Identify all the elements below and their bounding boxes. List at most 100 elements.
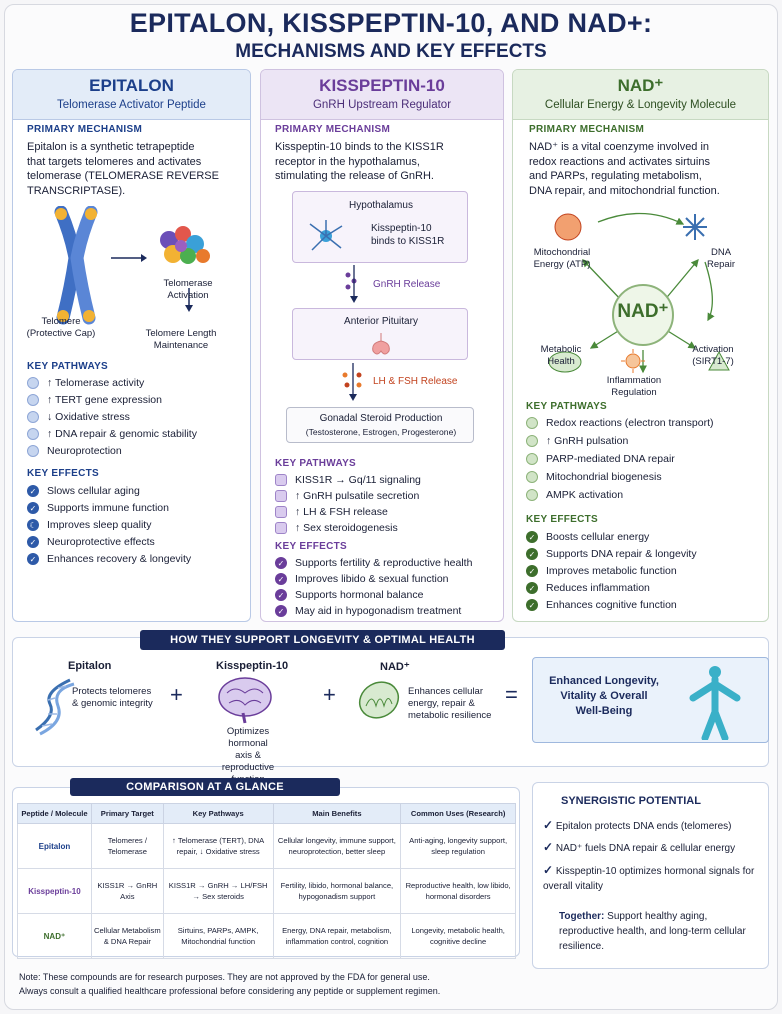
gonadal-box: Gonadal Steroid Production (Testosterone… bbox=[286, 407, 474, 443]
list-item: ✓Improves metabolic function bbox=[526, 565, 677, 577]
list-item: PARP-mediated DNA repair bbox=[526, 453, 675, 465]
longevity-kisspeptin: Kisspeptin-10 bbox=[216, 660, 289, 672]
nad-header: NAD⁺ Cellular Energy & Longevity Molecul… bbox=[513, 70, 768, 120]
comparison-table: Peptide / Molecule Primary Target Key Pa… bbox=[17, 803, 516, 959]
table-header: Peptide / Molecule bbox=[17, 803, 92, 824]
list-item: Redox reactions (electron transport) bbox=[526, 417, 714, 429]
pathway-icon bbox=[27, 394, 39, 406]
list-item: ✓Supports hormonal balance bbox=[275, 589, 423, 601]
list-item: ☾Improves sleep quality bbox=[27, 519, 151, 531]
list-item: ✓Supports fertility & reproductive healt… bbox=[275, 557, 472, 569]
pathway-icon bbox=[526, 453, 538, 465]
list-item: ✓Enhances cognitive function bbox=[526, 599, 677, 611]
plus-icon: + bbox=[323, 682, 336, 707]
human-figure-icon bbox=[689, 666, 741, 740]
moon-icon: ☾ bbox=[27, 519, 39, 531]
check-icon: ✓ bbox=[526, 548, 538, 560]
table-row: Epitalon Telomeres / Telomerase ↑ Telome… bbox=[17, 823, 516, 869]
pathway-icon bbox=[27, 411, 39, 423]
list-item: KISS1R → Gq/11 signaling bbox=[275, 474, 421, 486]
table-header: Primary Target bbox=[90, 803, 164, 824]
telomere-label: Telomere(Protective Cap) bbox=[26, 316, 96, 339]
check-icon: ✓ bbox=[543, 818, 554, 832]
check-icon: ✓ bbox=[27, 553, 39, 565]
telomerase-enzyme-icon bbox=[160, 226, 210, 264]
synergy-together: Together: Support healthy aging, reprodu… bbox=[559, 911, 746, 952]
epitalon-primary-label: PRIMARY MECHANISM bbox=[27, 124, 143, 135]
kisspeptin-tagline: GnRH Upstream Regulator bbox=[312, 99, 452, 111]
list-item: ↑ DNA repair & genomic stability bbox=[27, 428, 197, 440]
nad-panel: NAD⁺ Cellular Energy & Longevity Molecul… bbox=[512, 69, 769, 622]
epitalon-header: EPITALON Telomerase Activator Peptide bbox=[13, 70, 250, 120]
nad-center-label: NAD⁺ bbox=[617, 301, 669, 322]
pathway-icon bbox=[526, 489, 538, 501]
synergy-title: SYNERGISTIC POTENTIAL bbox=[561, 795, 701, 807]
list-item: ↑ LH & FSH release bbox=[275, 506, 388, 518]
page-title: EPITALON, KISSPEPTIN-10, AND NAD+: bbox=[129, 8, 653, 38]
pathway-icon bbox=[275, 506, 287, 518]
list-item: ✓Neuroprotective effects bbox=[27, 536, 155, 548]
pathway-icon bbox=[27, 428, 39, 440]
mitochondria-icon bbox=[554, 213, 582, 241]
dna-helix-icon bbox=[35, 678, 75, 736]
pathway-icon bbox=[526, 417, 538, 429]
table-header: Main Benefits bbox=[272, 803, 402, 824]
check-icon: ✓ bbox=[275, 605, 287, 617]
list-item: ✓Supports DNA repair & longevity bbox=[526, 548, 697, 560]
pathway-icon bbox=[27, 445, 39, 457]
list-item: ↓ Oxidative stress bbox=[27, 411, 130, 423]
pathway-icon bbox=[526, 471, 538, 483]
check-icon: ✓ bbox=[27, 536, 39, 548]
gnrh-release-label: GnRH Release bbox=[373, 279, 441, 290]
list-item: ↑ TERT gene expression bbox=[27, 394, 162, 406]
list-item: ✓ Kisspeptin-10 optimizes hormonal signa… bbox=[543, 863, 755, 892]
list-item: AMPK activation bbox=[526, 489, 623, 501]
pathway-icon bbox=[275, 490, 287, 502]
nad-title: NAD⁺ bbox=[617, 76, 664, 95]
check-icon: ✓ bbox=[275, 557, 287, 569]
table-header: Common Uses (Research) bbox=[400, 803, 516, 824]
arrow-down-icon bbox=[342, 363, 362, 401]
table-row: NAD⁺ Cellular Metabolism & DNA Repair Si… bbox=[17, 913, 516, 959]
epitalon-primary-text: Epitalon is a synthetic tetrapeptide tha… bbox=[27, 141, 219, 197]
plus-icon: + bbox=[170, 682, 183, 707]
synergy-box: SYNERGISTIC POTENTIAL ✓ Epitalon protect… bbox=[532, 782, 769, 969]
nad-primary-label: PRIMARY MECHANISM bbox=[529, 124, 645, 135]
list-item: Neuroprotection bbox=[27, 445, 122, 457]
disclaimer-line-1: Note: These compounds are for research p… bbox=[19, 972, 430, 982]
check-icon: ✓ bbox=[275, 573, 287, 585]
kisspeptin-effects-label: KEY EFFECTS bbox=[275, 541, 348, 552]
kisspeptin-title: KISSPEPTIN-10 bbox=[319, 76, 445, 95]
equals-icon: = bbox=[505, 682, 518, 707]
dna-icon bbox=[683, 214, 707, 240]
epitalon-pathways-label: KEY PATHWAYS bbox=[27, 361, 109, 372]
pituitary-icon bbox=[372, 333, 390, 355]
list-item: ✓Supports immune function bbox=[27, 502, 169, 514]
page-subtitle: MECHANISMS AND KEY EFFECTS bbox=[235, 41, 547, 62]
list-item: ✓ Epitalon protects DNA ends (telomeres) bbox=[543, 818, 732, 833]
telomere-diagram bbox=[54, 206, 210, 325]
neuron-icon bbox=[309, 220, 343, 251]
epitalon-title: EPITALON bbox=[89, 76, 174, 95]
list-item: ✓May aid in hypogonadism treatment bbox=[275, 605, 461, 617]
nad-pathways-label: KEY PATHWAYS bbox=[526, 401, 608, 412]
check-icon: ✓ bbox=[543, 863, 554, 877]
mitochondria-icon bbox=[358, 681, 400, 719]
kisspeptin-pathways-label: KEY PATHWAYS bbox=[275, 458, 357, 469]
longevity-banner: HOW THEY SUPPORT LONGEVITY & OPTIMAL HEA… bbox=[140, 630, 505, 650]
pituitary-box: Anterior Pituitary bbox=[292, 308, 468, 360]
list-item: ✓Enhances recovery & longevity bbox=[27, 553, 191, 565]
longevity-epitalon-text: Protects telomeres& genomic integrity bbox=[72, 686, 153, 709]
chromosome-icon bbox=[54, 206, 98, 325]
pathway-icon bbox=[526, 435, 538, 447]
list-item: ✓ NAD⁺ fuels DNA repair & cellular energ… bbox=[543, 840, 736, 855]
kisspeptin-panel: KISSPEPTIN-10 GnRH Upstream Regulator PR… bbox=[260, 69, 504, 622]
